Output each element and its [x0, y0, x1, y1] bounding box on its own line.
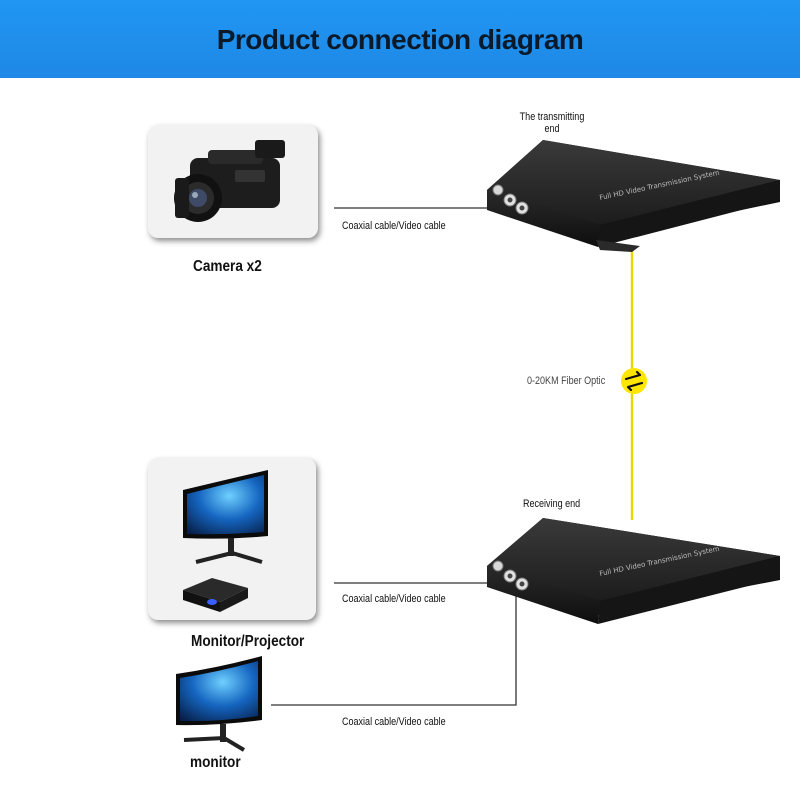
monitor-projector-label: Monitor/Projector — [191, 633, 305, 650]
camera-cable-label: Coaxial cable/Video cable — [342, 220, 446, 232]
monitor-cable-label: Coaxial cable/Video cable — [342, 716, 446, 728]
curved-monitor-icon — [183, 470, 268, 564]
monitor-projector-cable-label: Coaxial cable/Video cable — [342, 593, 446, 605]
transmitter-device: Full HD Video Transmission System — [487, 140, 780, 252]
camera-label: Camera x2 — [193, 258, 262, 275]
transmitter-label-line2: end — [544, 123, 560, 135]
receiver-label: Receiving end — [523, 498, 581, 510]
receiver-device: Full HD Video Transmission System — [487, 518, 780, 624]
camera-icon — [174, 140, 285, 222]
projector-icon — [183, 578, 248, 612]
transmitter-label-line1: The transmitting — [519, 111, 585, 123]
fiber-label: 0-20KM Fiber Optic — [527, 375, 606, 387]
page-title: Product connection diagram — [216, 24, 584, 55]
fiber-exchange-icon — [621, 368, 647, 394]
monitor-label: monitor — [190, 754, 241, 771]
monitor-cable-line — [271, 590, 517, 706]
transmitter-label: The transmitting end — [509, 111, 594, 135]
header-banner: Product connection diagram — [0, 0, 800, 78]
monitor-icon — [176, 656, 262, 752]
